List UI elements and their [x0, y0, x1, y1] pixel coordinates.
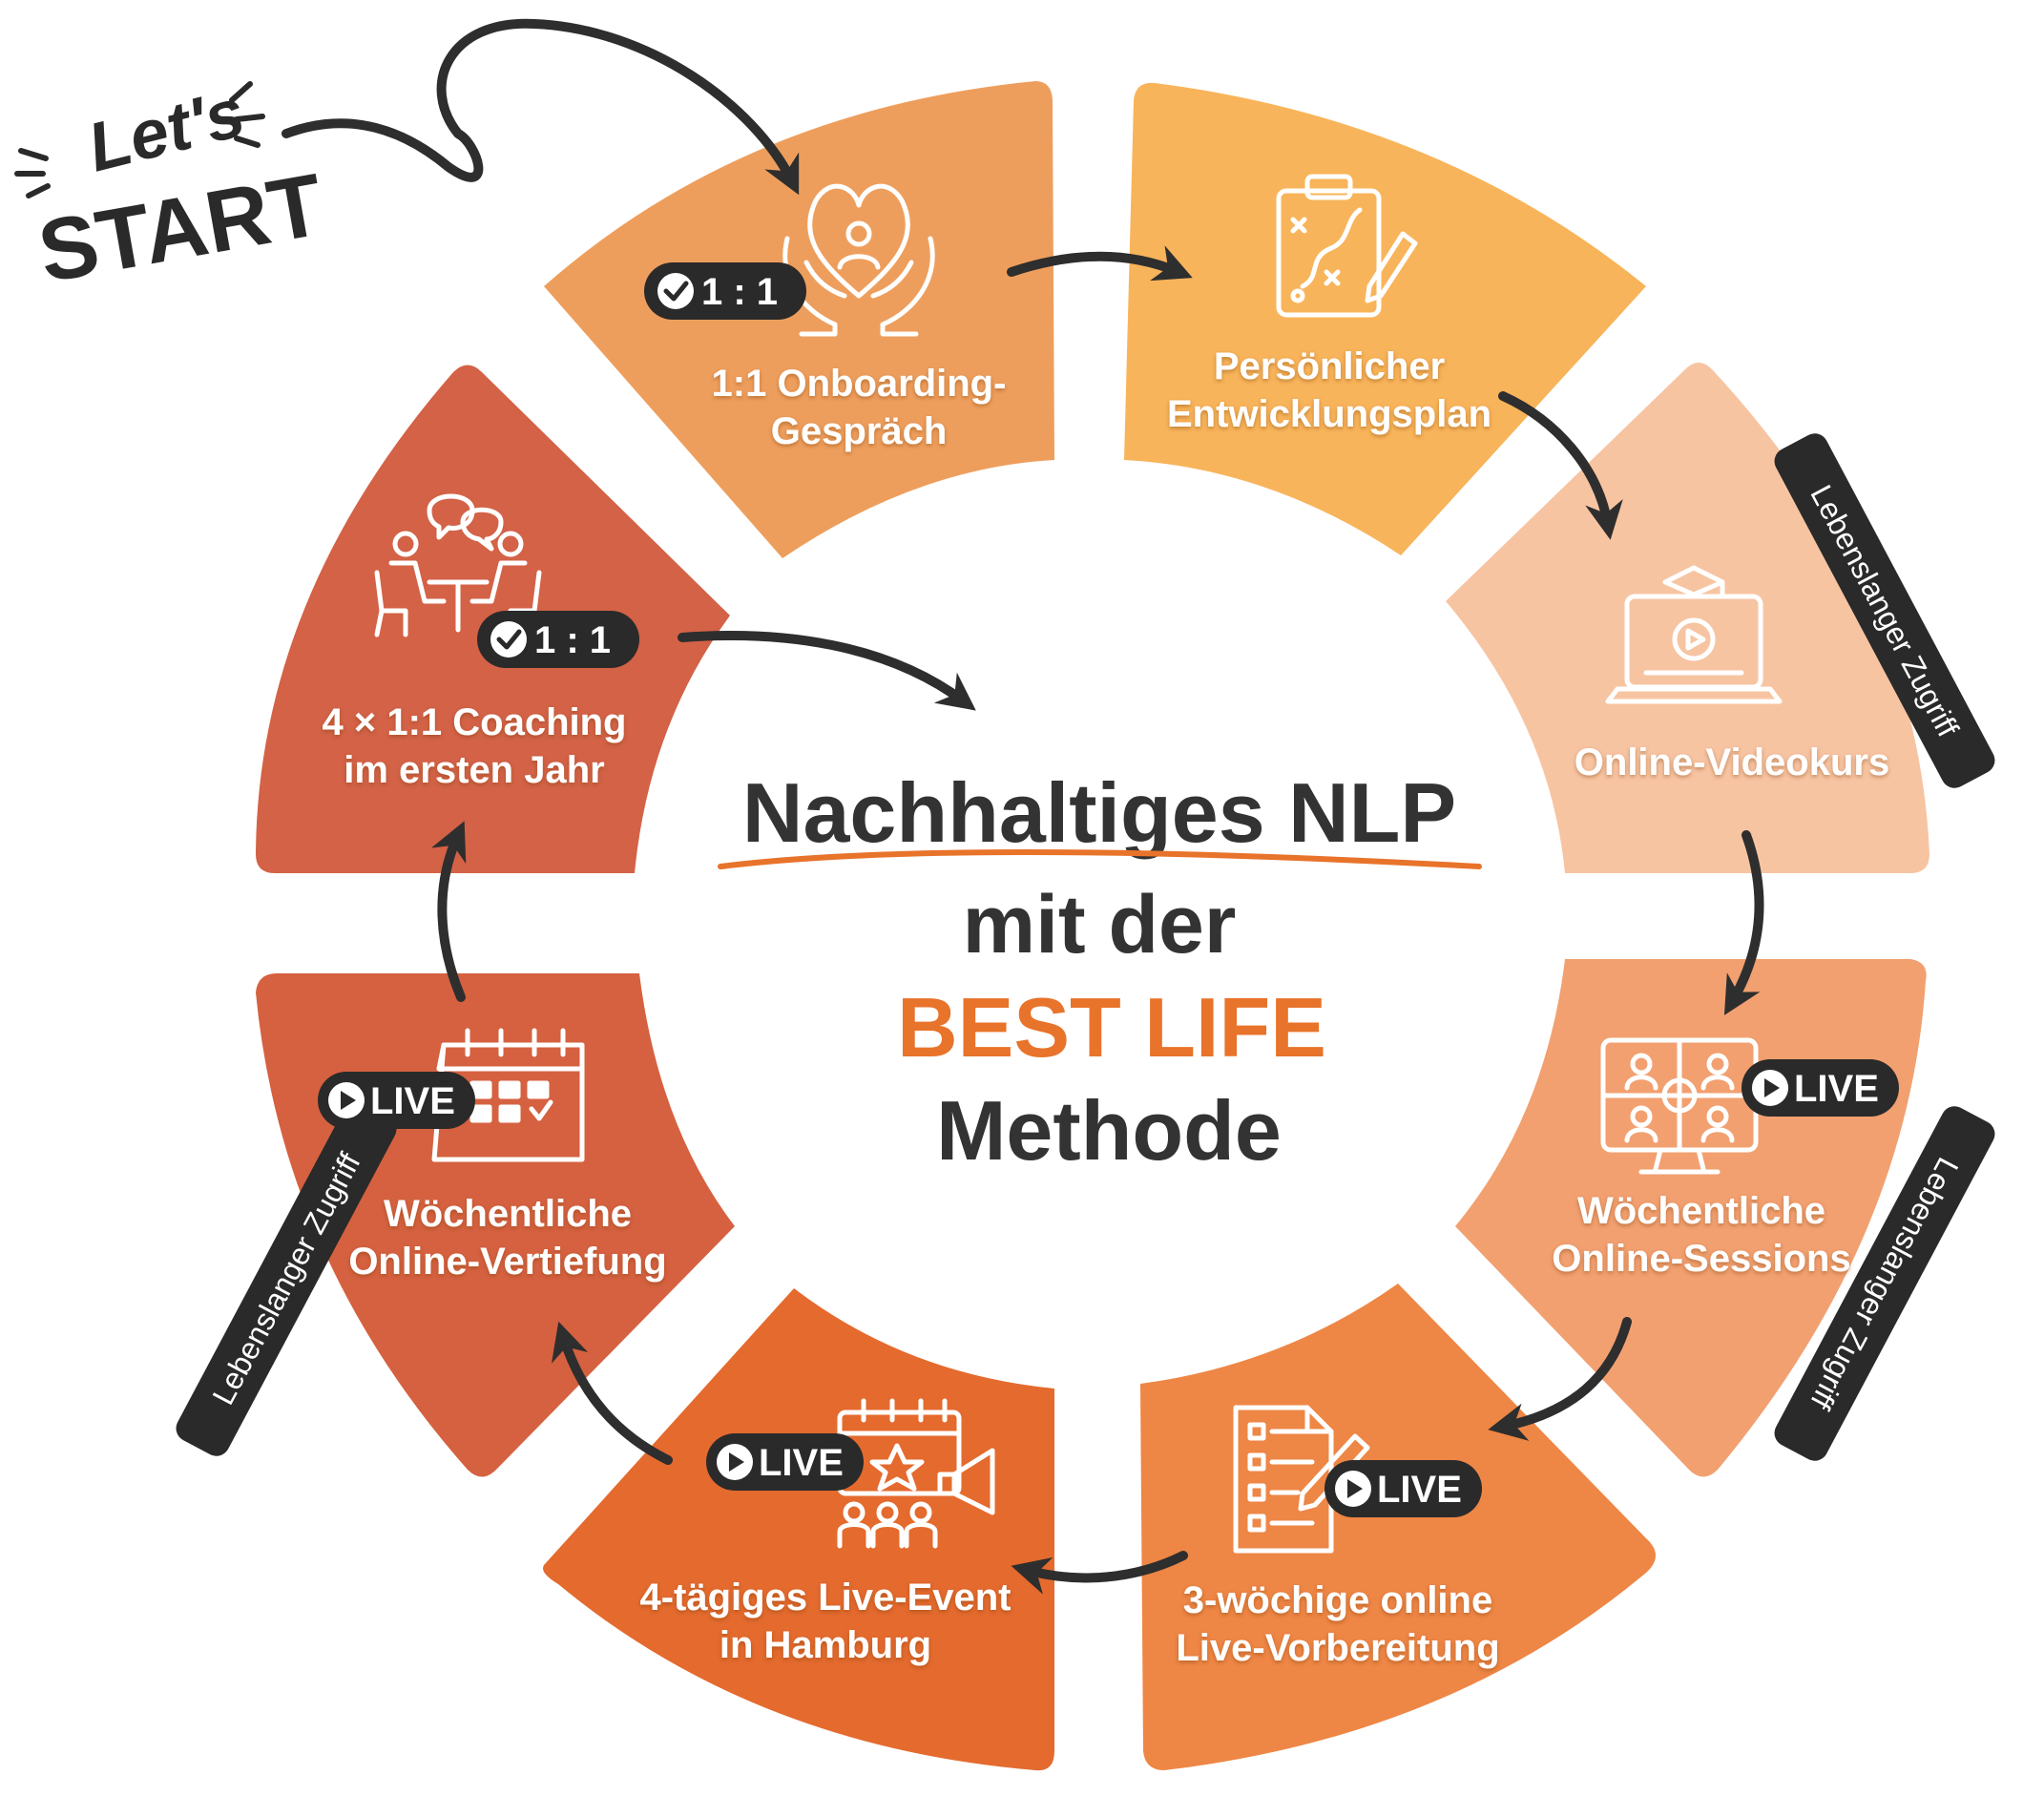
- step-1-label-line2: Gespräch: [771, 410, 948, 452]
- one-on-one-badge-coaching: 1 : 1: [477, 611, 639, 668]
- step-2-label-line2: Entwicklungsplan: [1167, 393, 1491, 435]
- segment-1-shape: [544, 81, 1054, 558]
- live-badge-deepening: LIVE: [318, 1072, 475, 1129]
- badge-label: LIVE: [759, 1442, 844, 1484]
- one-on-one-badge-onboarding: 1 : 1: [644, 262, 806, 320]
- arrow-1-to-2: [1007, 245, 1193, 282]
- play-icon: [1347, 1479, 1363, 1498]
- check-icon: [663, 281, 689, 302]
- step-5-label-line1: 3-wöchige online: [1183, 1579, 1492, 1621]
- segment-live-event: [543, 1288, 1054, 1771]
- segment-6-shape: [543, 1288, 1054, 1771]
- step-7-label-line1: Wöchentliche: [384, 1193, 632, 1235]
- live-badge-preparation: LIVE: [1324, 1460, 1482, 1517]
- play-icon: [729, 1452, 744, 1472]
- live-badge-sessions: LIVE: [1742, 1059, 1899, 1117]
- arrow-7-to-8: [430, 821, 467, 1002]
- center-title: Nachhaltiges NLP mit der BEST LIFE Metho…: [718, 765, 1482, 1178]
- step-1-label-line1: 1:1 Onboarding-: [712, 363, 1007, 405]
- arrow-4-to-5: [1488, 1317, 1632, 1441]
- badge-label: 1 : 1: [534, 619, 611, 661]
- badge-label: LIVE: [1377, 1469, 1462, 1511]
- center-title-line4: Methode: [936, 1083, 1282, 1178]
- arrow-3-to-4: [1723, 830, 1764, 1015]
- step-2-label-line1: Persönlicher: [1214, 345, 1445, 387]
- coaching-conversation-icon: [374, 493, 542, 637]
- flow-arrows: [282, 18, 1764, 1595]
- segment-3-shape: [1446, 363, 1929, 873]
- arrow-start-to-onboarding: [282, 18, 800, 196]
- arrow-6-to-7: [551, 1321, 673, 1465]
- step-7-label-line2: Online-Vertiefung: [348, 1241, 666, 1283]
- sparkle-left-icon: [14, 148, 51, 198]
- segment-live-prep: [1140, 1284, 1656, 1770]
- step-labels: 1:1 Onboarding- Gespräch Persönlicher En…: [323, 345, 1890, 1669]
- start-text: START: [31, 156, 330, 302]
- step-6-label-line2: in Hamburg: [720, 1624, 931, 1666]
- strategy-clipboard-icon: [1276, 174, 1418, 318]
- center-title-line1: Nachhaltiges NLP: [742, 765, 1456, 860]
- lets-text: Let's: [80, 74, 252, 187]
- step-5-label-line2: Live-Vorbereitung: [1176, 1627, 1499, 1669]
- segment-video-course: [1446, 363, 1929, 873]
- check-icon: [496, 629, 522, 650]
- segment-5-shape: [1140, 1284, 1656, 1770]
- sparkle-right-icon: [229, 81, 265, 148]
- badge-label: LIVE: [1794, 1068, 1879, 1110]
- arrow-2-to-3: [1498, 391, 1623, 540]
- play-icon: [1764, 1078, 1780, 1097]
- segment-onboarding: [544, 81, 1054, 558]
- step-4-label-line2: Online-Sessions: [1552, 1238, 1850, 1280]
- play-icon: [341, 1091, 356, 1110]
- laptop-video-course-icon: [1605, 565, 1783, 704]
- arrow-5-to-6: [1011, 1551, 1188, 1595]
- center-title-line3: BEST LIFE: [897, 980, 1326, 1075]
- step-8-label-line2: im ersten Jahr: [344, 749, 604, 791]
- step-4-label-line1: Wöchentliche: [1577, 1190, 1825, 1232]
- live-badge-event: LIVE: [706, 1433, 864, 1491]
- step-6-label-line1: 4-tägiges Live-Event: [639, 1577, 1011, 1618]
- arrow-8-to-center: [678, 631, 976, 711]
- segment-2-shape: [1124, 82, 1646, 556]
- title-underline: [718, 849, 1482, 869]
- lets-start-logo: Let's START: [14, 74, 330, 302]
- center-title-line2: mit der: [963, 879, 1237, 971]
- segment-development-plan: [1124, 82, 1646, 556]
- badge-label: 1 : 1: [701, 271, 778, 313]
- step-3-label-line1: Online-Videokurs: [1575, 741, 1889, 783]
- caring-hands-heart-icon: [782, 183, 935, 337]
- step-8-label-line1: 4 × 1:1 Coaching: [323, 701, 627, 743]
- badge-label: LIVE: [370, 1080, 455, 1122]
